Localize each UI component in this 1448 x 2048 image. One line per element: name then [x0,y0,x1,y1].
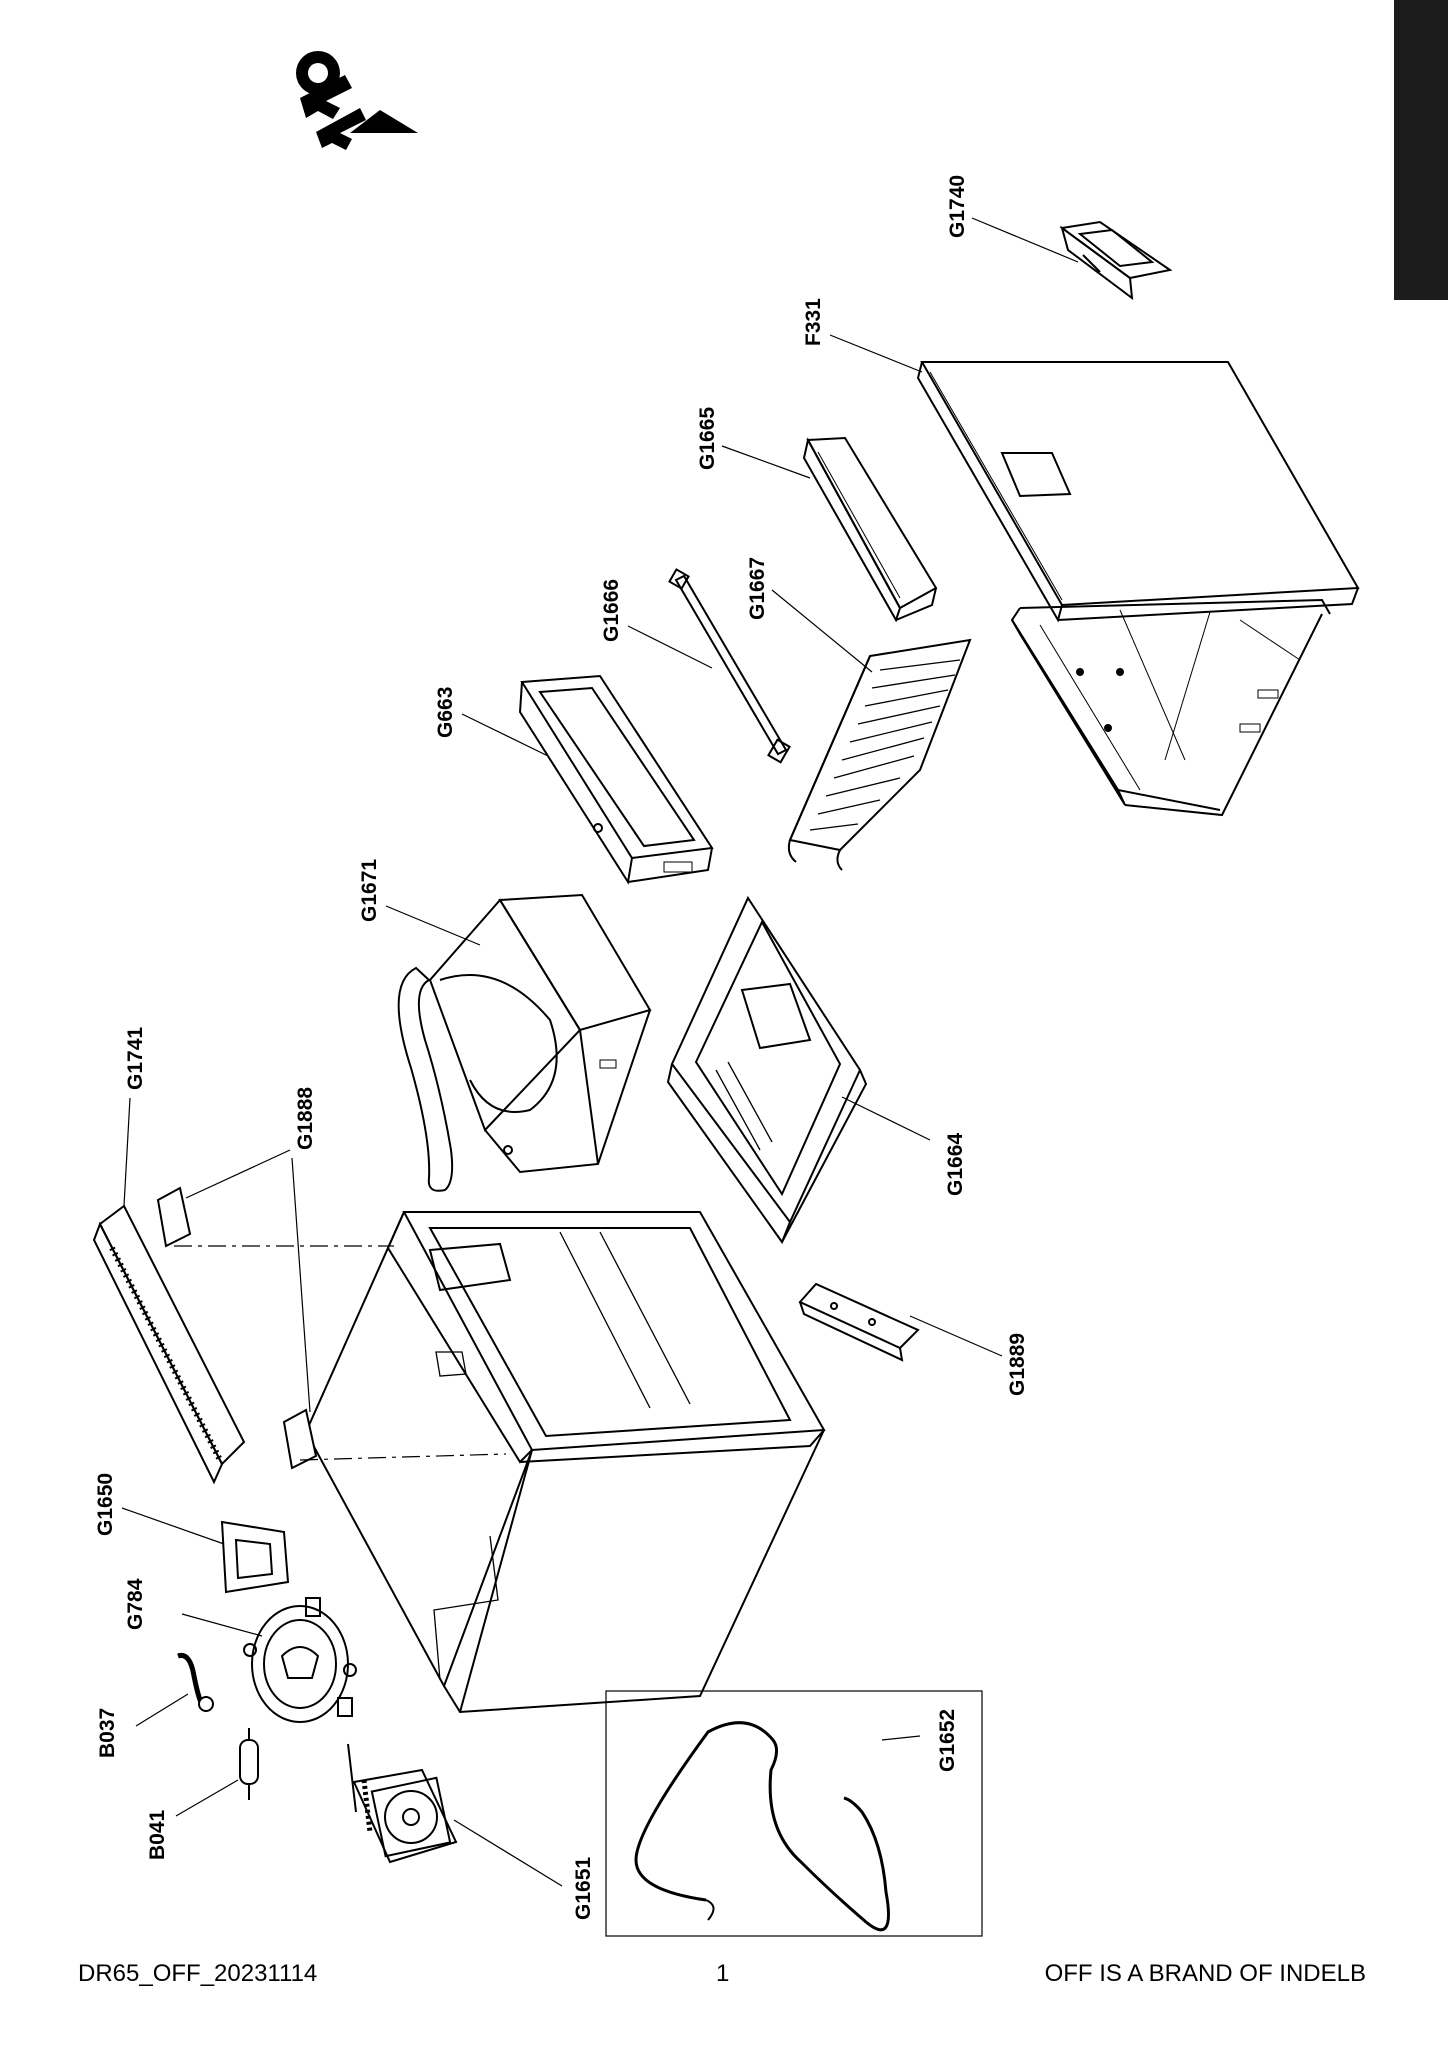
svg-text:G1888: G1888 [294,1087,317,1150]
part-label-g1652: G1652 [936,1709,959,1772]
part-b041-drawing [239,1728,259,1800]
part-g1740-drawing [1059,220,1173,301]
part-label-g1650: G1650 [94,1473,117,1536]
part-b037-drawing [177,1652,214,1712]
part-g1671-drawing [397,893,652,1192]
footer-brand-note: OFF IS A BRAND OF INDELB [1044,1960,1366,1987]
part-label-f331: F331 [802,298,825,346]
part-label-g1666: G1666 [600,579,623,642]
svg-text:B041: B041 [146,1809,169,1860]
part-f331-drawing [916,361,1360,817]
part-label-g663: G663 [434,687,457,738]
part-label-g1671: G1671 [358,859,381,922]
part-g663-drawing [518,674,714,885]
black-index-tab [1394,0,1448,300]
part-g784-drawing [243,1597,357,1723]
part-g1651-drawing [347,1743,458,1864]
part-g1664-drawing [666,895,868,1245]
svg-text:B037: B037 [96,1708,119,1758]
part-g1666-drawing [668,568,791,764]
part-label-g1740: G1740 [946,175,969,238]
part-label-g1741: G1741 [124,1027,147,1090]
svg-text:G1666: G1666 [600,579,623,642]
part-g1652-box [605,1690,983,1937]
part-g1650-drawing [220,1520,290,1594]
svg-text:G663: G663 [434,687,457,738]
part-g1741-drawing [92,1204,246,1485]
svg-text:G1665: G1665 [696,407,719,470]
part-g1667-drawing [787,638,972,871]
svg-text:G1650: G1650 [94,1473,117,1536]
svg-text:G1889: G1889 [1006,1333,1029,1396]
svg-text:G1671: G1671 [358,859,381,922]
svg-text:G1741: G1741 [124,1027,147,1090]
part-g1888-drawing [156,1186,318,1470]
part-g1665-drawing [802,436,938,623]
svg-text:G1740: G1740 [946,175,969,238]
part-g1652-drawing [634,1721,890,1932]
svg-text:G1651: G1651 [572,1857,595,1920]
svg-text:G1667: G1667 [746,557,769,620]
part-g1889-drawing [798,1282,920,1362]
part-label-b037: B037 [96,1708,119,1758]
part-label-g1888: G1888 [294,1087,317,1150]
svg-text:G784: G784 [124,1578,147,1630]
svg-text:G1664: G1664 [944,1133,967,1196]
footer-doc-code: DR65_OFF_20231114 [78,1960,318,1987]
main-cabinet-drawing [304,1211,826,1714]
part-label-g1889: G1889 [1006,1333,1029,1396]
part-label-g1665: G1665 [696,407,719,470]
part-label-g1651: G1651 [572,1857,595,1920]
part-label-g1664: G1664 [944,1133,967,1196]
footer-page-number: 1 [716,1960,730,1987]
svg-text:G1652: G1652 [936,1709,959,1772]
off-brand-logo [296,51,418,150]
part-label-b041: B041 [146,1809,169,1860]
svg-text:F331: F331 [802,298,825,346]
part-label-g784: G784 [124,1578,147,1630]
part-label-g1667: G1667 [746,557,769,620]
